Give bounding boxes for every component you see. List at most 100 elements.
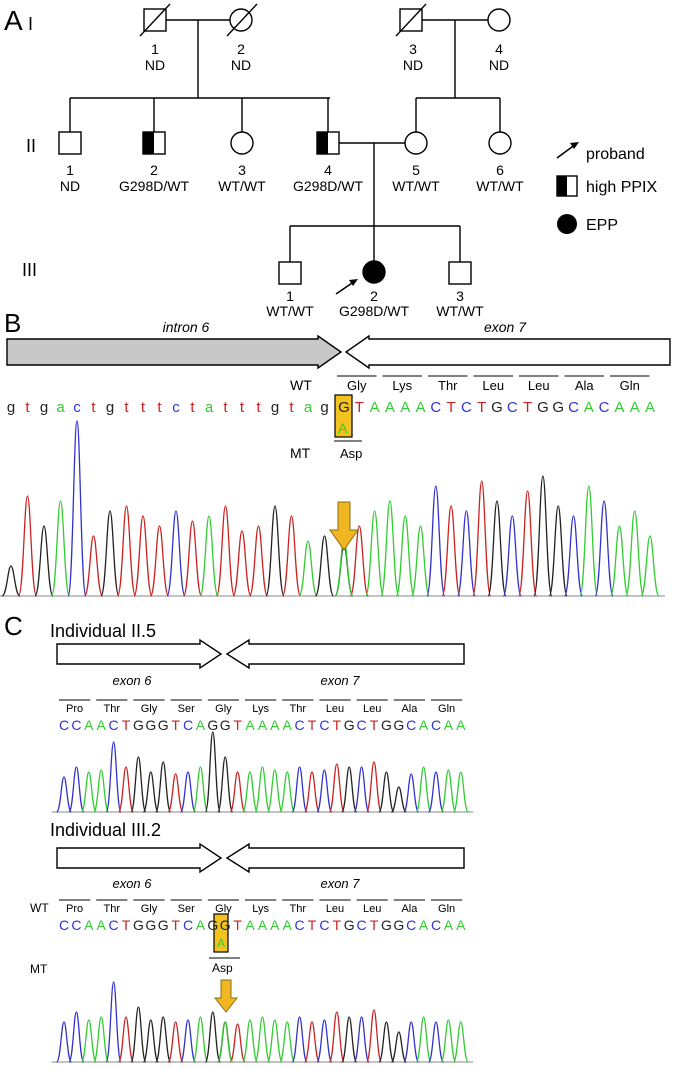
individual-III3: 3 WT/WT [436, 261, 484, 319]
trace-peak [229, 1023, 246, 1063]
chromatogram [51, 731, 474, 813]
trace-peak [105, 981, 122, 1063]
codon-label: Thr [290, 703, 307, 715]
generation-2-label: II [26, 136, 36, 156]
individual-genotype: ND [403, 57, 423, 73]
base-letter: t [289, 399, 294, 416]
trace-peak [316, 769, 333, 813]
trace-peak [452, 771, 469, 813]
individual-II2: 2 G298D/WT [119, 131, 189, 194]
exon-6-label: exon 6 [112, 876, 152, 891]
base-letter: G [344, 917, 355, 933]
trace-peak [427, 771, 445, 813]
individual-III1: 1 WT/WT [266, 261, 314, 319]
trace-peak [291, 766, 308, 813]
individual-genotype: WT/WT [476, 178, 524, 194]
base-letter: T [370, 717, 379, 733]
trace-peak [365, 1009, 383, 1063]
base-letter: A [84, 717, 94, 733]
codon-label: Gln [438, 703, 455, 715]
trace-peak [378, 771, 395, 813]
trace-peak [452, 1021, 469, 1063]
trace-peak [100, 510, 120, 597]
base-letter: t [223, 399, 228, 416]
trace-peak [456, 510, 477, 597]
mt-label: MT [30, 962, 48, 976]
base-letter: g [106, 399, 114, 416]
trace-peak [167, 1021, 184, 1063]
base-letter: t [256, 399, 261, 416]
trace-peak [403, 1021, 420, 1063]
trace-peak [353, 766, 370, 813]
individual-number: 3 [456, 288, 464, 304]
trace-peak [55, 1021, 73, 1063]
base-letter: A [270, 717, 280, 733]
codon-label: Thr [438, 378, 458, 393]
exon-arrow [344, 334, 671, 370]
trace-peak [241, 771, 259, 813]
individual-1-title: Individual II.5 [50, 621, 156, 641]
trace-peak [248, 525, 269, 597]
exon-6-label: exon 6 [112, 673, 152, 688]
trace-peak [265, 505, 285, 597]
codon-label: Ala [575, 378, 595, 393]
panel-a-letter: A [4, 5, 23, 36]
individual-number: 3 [238, 162, 246, 178]
base-letter: A [258, 917, 268, 933]
panel-a: A I II III 1 [4, 3, 657, 319]
base-letter: g [271, 399, 279, 416]
trace-peak [380, 500, 400, 597]
base-letter: A [614, 399, 624, 416]
codon-label: Lys [392, 378, 412, 393]
trace-peak [192, 766, 209, 813]
proband-arrowhead [349, 279, 358, 286]
trace-peak [316, 1019, 333, 1063]
trace-peak [215, 505, 236, 597]
base-letter: A [196, 717, 206, 733]
trace-peak [217, 756, 234, 813]
base-letter: C [59, 917, 69, 933]
intron-label: intron 6 [163, 319, 210, 335]
individual-number: 4 [495, 41, 503, 57]
trace-peak [533, 475, 553, 597]
trace-peak [93, 769, 110, 813]
base-letter: A [270, 917, 280, 933]
base-letter: T [355, 399, 364, 416]
trace-peak [166, 510, 186, 597]
base-letter: t [124, 399, 129, 416]
codon-label: Gly [215, 903, 232, 915]
base-letter: t [240, 399, 245, 416]
trace-peak [365, 761, 383, 813]
codon-label: Leu [482, 378, 504, 393]
base-letter: g [7, 399, 15, 416]
base-letter: G [338, 399, 350, 416]
trace-peak [298, 540, 318, 597]
base-letter: t [25, 399, 30, 416]
base-letter: A [630, 399, 640, 416]
mutant-base: A [338, 420, 348, 436]
female-symbol [404, 131, 428, 155]
base-letter: A [283, 717, 293, 733]
codon-label: Gly [141, 703, 158, 715]
individual-number: 2 [237, 41, 245, 57]
individual-number: 2 [370, 288, 378, 304]
trace-peak [117, 1016, 135, 1063]
trace-peak [328, 763, 345, 813]
base-letter: A [283, 917, 293, 933]
exon-7-arrow [225, 638, 465, 670]
codon-label: Ala [401, 903, 418, 915]
codon-label: Gly [347, 378, 367, 393]
female-affected-symbol [362, 260, 386, 284]
deceased-slash [226, 3, 258, 37]
base-letter: C [71, 917, 81, 933]
trace-peak [487, 500, 507, 597]
trace-peak [427, 1021, 445, 1063]
legend-high-ppix-fill [557, 176, 567, 196]
trace-peak [472, 480, 492, 597]
individual-II1: 1 ND [58, 131, 82, 194]
codon-label: Leu [363, 703, 381, 715]
base-letter: G [158, 717, 169, 733]
trace-peak [254, 1016, 271, 1063]
